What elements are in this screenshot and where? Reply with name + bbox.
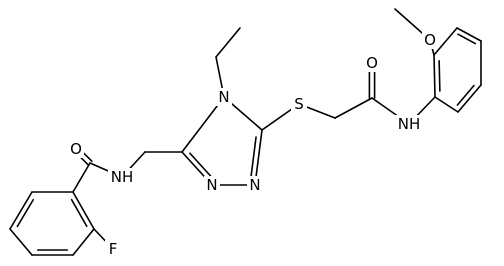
atom-label-o-amide-right: O [366,54,378,72]
atom-label-n-ring-4: N [218,88,229,106]
bond-double-inner-15 [250,136,257,178]
bond-single-27 [433,27,458,56]
atom-n-ring-2: N [247,176,263,194]
atom-n-ring-4: N [216,88,232,106]
atom-o-amide-right: O [364,54,380,72]
bond-double-outer-26 [433,54,436,98]
atom-nh-amide-right: NH [395,115,423,133]
atom-label-o-amide-left: O [70,140,82,158]
bond-single-22 [334,97,373,119]
atom-label-layer: O NH N N N S O NH [68,31,438,258]
atom-label-nh-amide-left: NH [111,168,134,186]
atom-n-ring-1: N [204,176,220,194]
atom-o-amide-left: O [68,140,84,158]
bond-single-2 [72,162,91,193]
atom-o-methoxy: O [422,31,438,49]
bond-single-8 [72,228,95,256]
bond-double-outer-30 [457,84,482,113]
bond-double-inner-28 [457,33,477,45]
bond-double-outer-9 [72,191,95,230]
bond-double-outer-15 [254,129,263,186]
atom-label-n-ring-1: N [206,176,217,194]
atom-label-n-ring-2: N [249,176,260,194]
bond-double-outer-5 [9,191,33,230]
atom-label-f-fluoro: F [109,240,118,258]
atom-f-fluoro: F [105,240,121,258]
atom-nh-amide-left: NH [108,168,136,186]
bond-single-6 [9,228,33,256]
bond-double-inner-9 [70,198,88,228]
bond-double-inner-26 [438,59,441,92]
atom-label-o-methoxy: O [424,31,436,49]
bond-single-31 [434,96,459,113]
bond-double-outer-28 [456,27,482,42]
bond-single-19 [215,27,241,58]
bond-single-17 [181,96,225,153]
bond-double-inner-13 [189,152,213,178]
bond-double-inner-30 [456,84,475,106]
atom-s-thioether: S [291,95,307,113]
atom-label-nh-amide-right: NH [398,115,421,133]
bond-double-inner-5 [16,198,35,228]
atom-label-s-thioether: S [294,95,304,113]
